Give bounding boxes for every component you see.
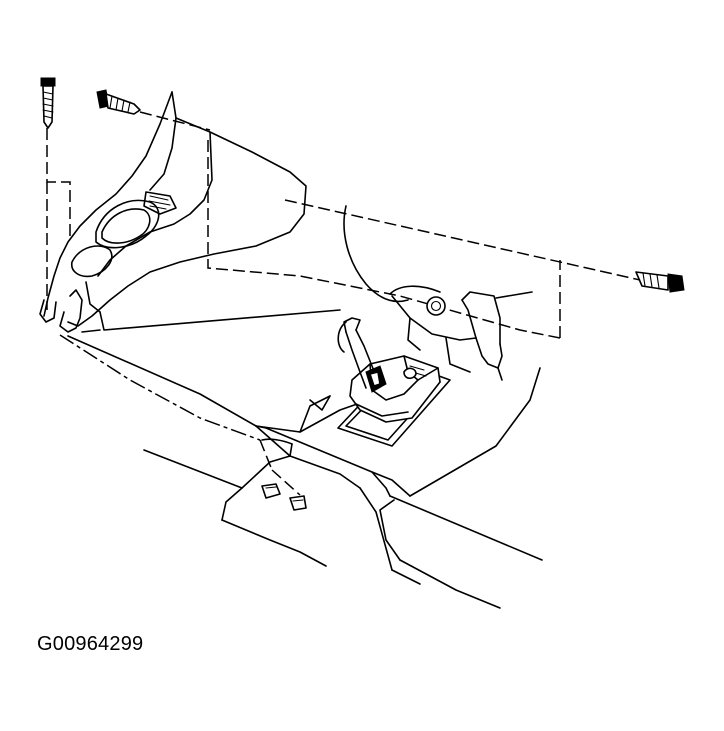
figure-code: G00964299 bbox=[37, 633, 144, 655]
wiring-connectors bbox=[261, 483, 307, 511]
console-trim-panel bbox=[39, 91, 341, 333]
gear-shifter bbox=[337, 317, 451, 447]
screw-right-icon bbox=[635, 271, 685, 293]
screw-upper-icon bbox=[96, 89, 141, 115]
floor-tunnel bbox=[67, 205, 543, 609]
mounting-bracket bbox=[389, 285, 533, 381]
screw-vertical-icon bbox=[40, 77, 56, 129]
